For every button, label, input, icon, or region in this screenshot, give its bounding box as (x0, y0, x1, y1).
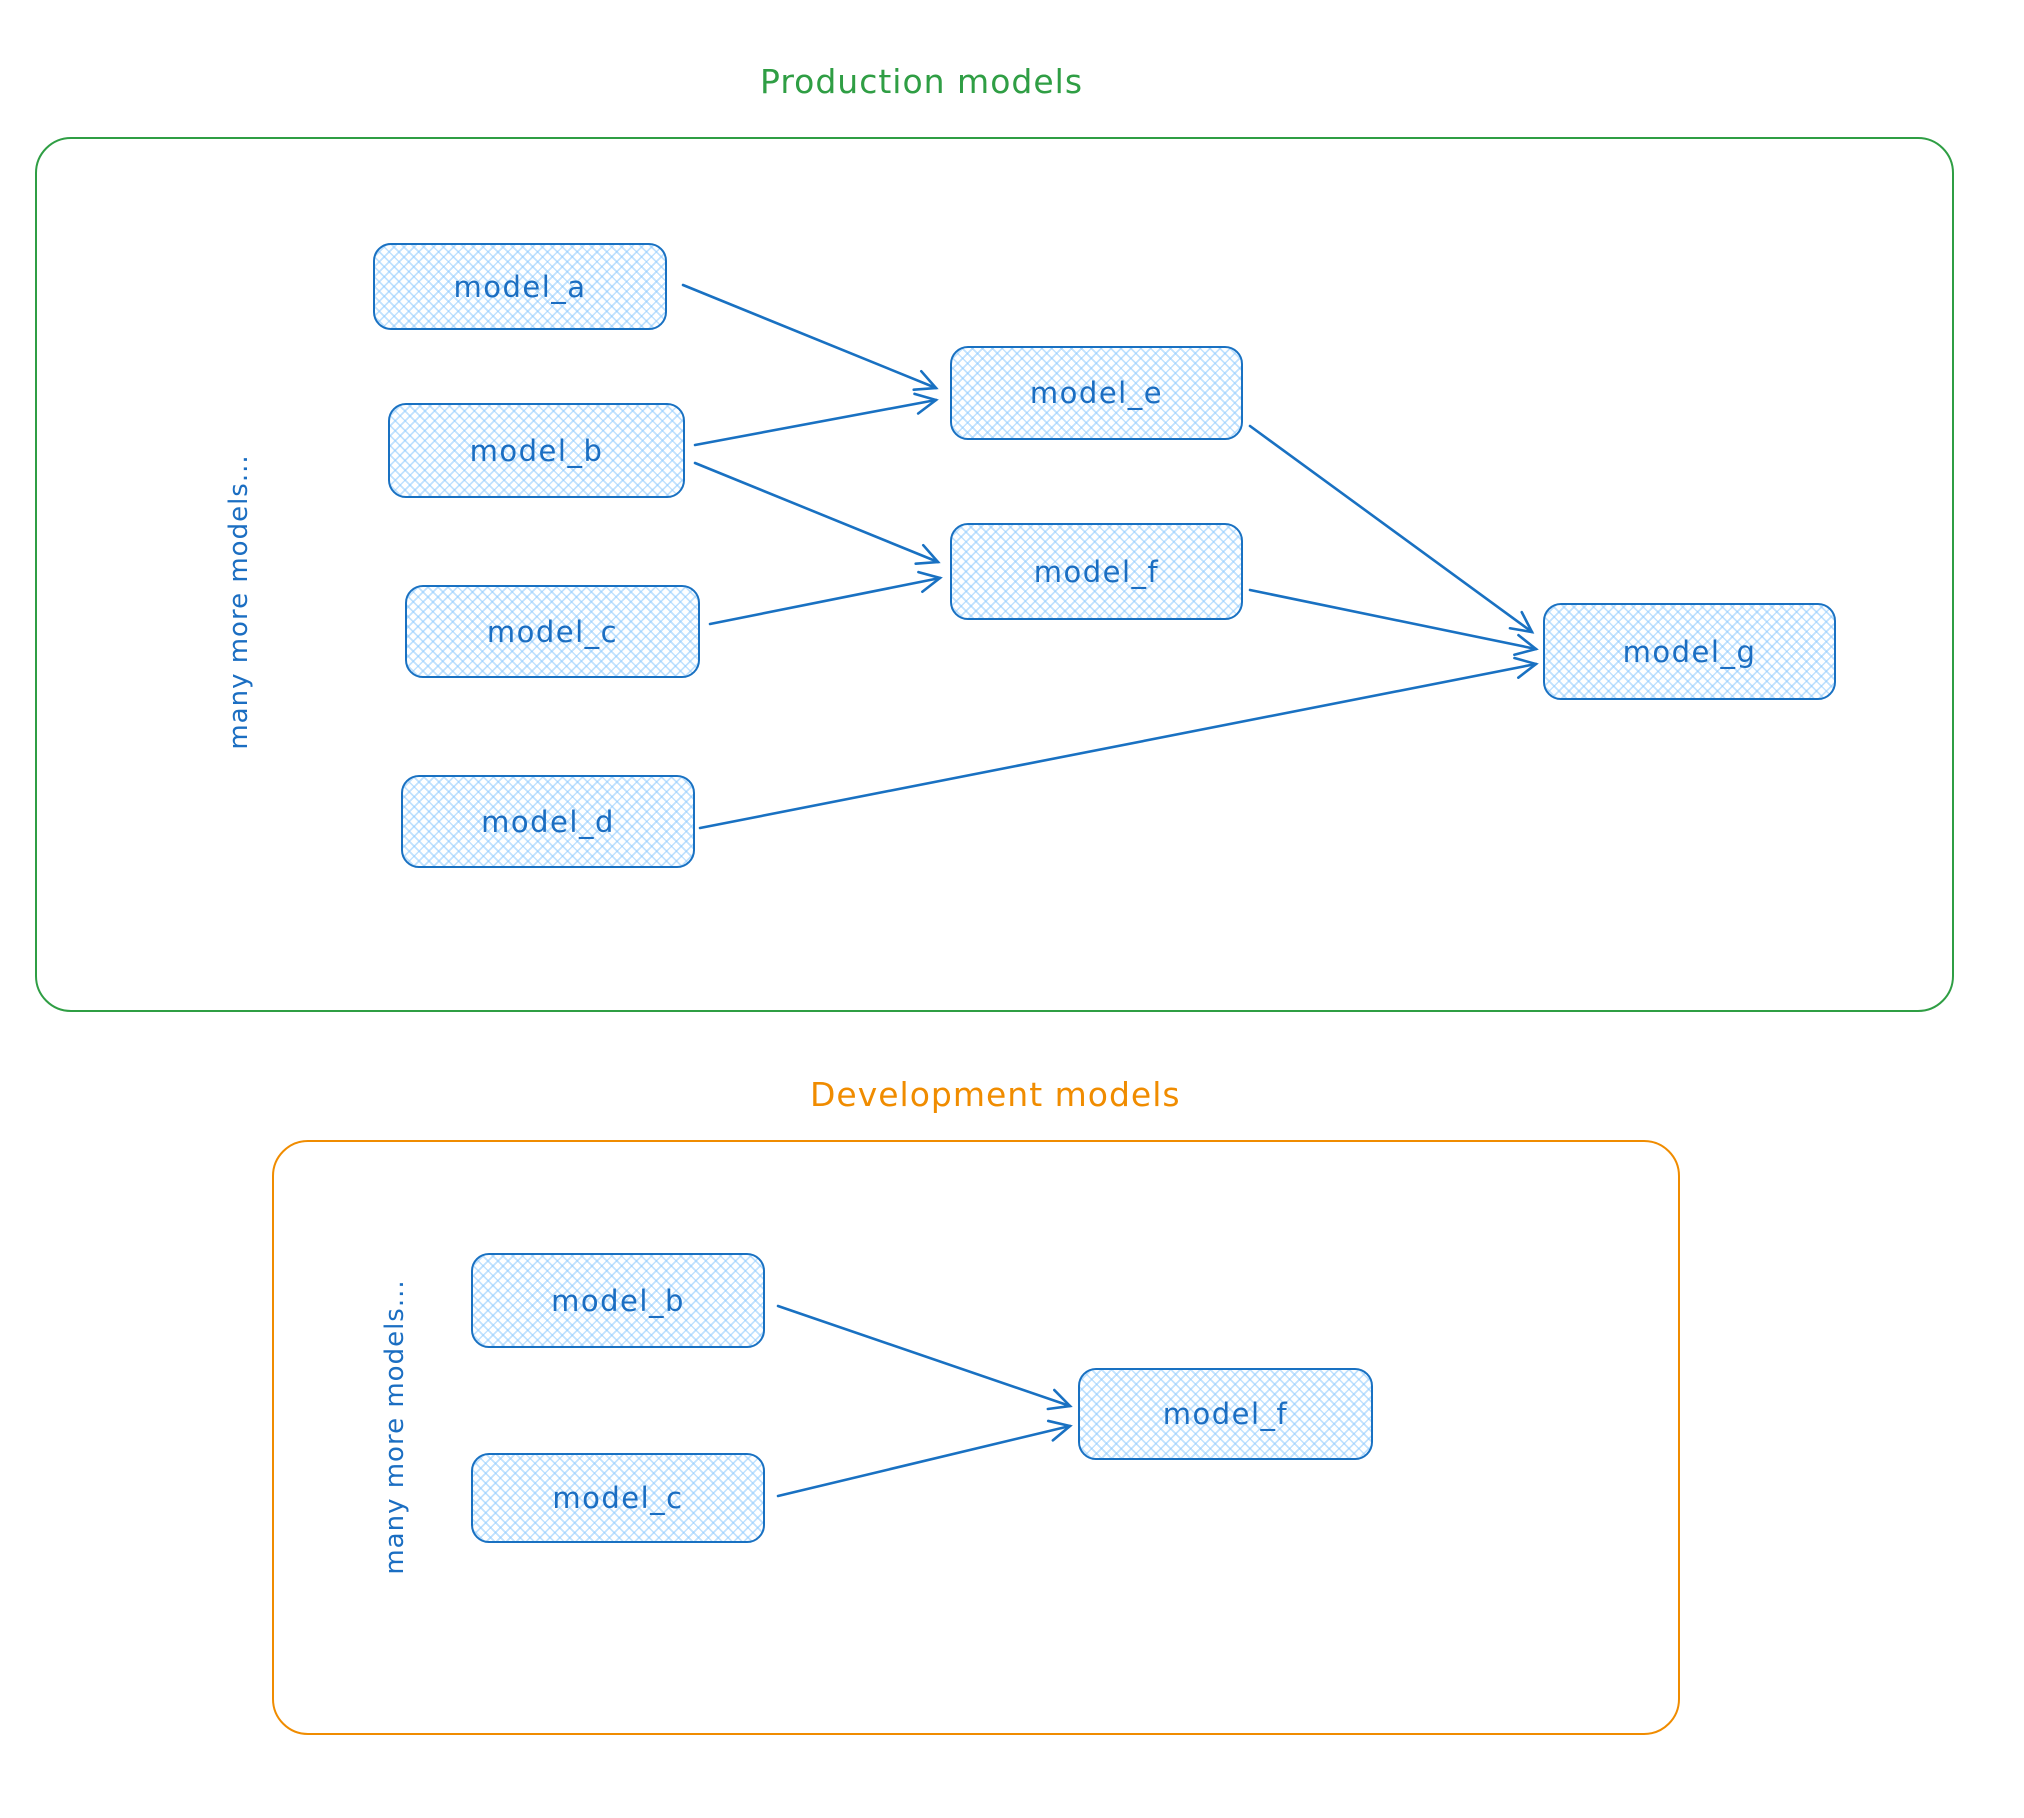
node-model-d[interactable]: model_d (401, 775, 695, 868)
arrow-model-d-to-model-g[interactable] (698, 656, 1539, 830)
node-model-d-label: model_d (481, 804, 615, 839)
node-model-a[interactable]: model_a (373, 243, 667, 330)
arrow-model-b-to-model-e[interactable] (693, 392, 939, 447)
development-section-title: Development models (810, 1075, 1181, 1114)
arrow-model-b-to-model-f[interactable] (693, 461, 941, 566)
dev-node-model-f-label: model_f (1162, 1397, 1289, 1431)
arrow-model-c-to-model-f[interactable] (708, 570, 943, 626)
node-model-f[interactable]: model_f (950, 523, 1243, 620)
development-frame[interactable] (272, 1140, 1680, 1735)
node-model-f-label: model_f (1033, 554, 1160, 589)
node-model-c[interactable]: model_c (405, 585, 700, 678)
arrow-model-a-to-model-e[interactable] (681, 283, 939, 392)
production-section-title: Production models (760, 62, 1084, 101)
node-model-g-label: model_g (1622, 634, 1757, 669)
dev-node-model-b-label: model_b (551, 1283, 685, 1318)
arrow-model-f-to-model-g[interactable] (1248, 588, 1539, 657)
dev-arrow-model-c-to-model-f[interactable] (776, 1419, 1073, 1498)
production-frame[interactable] (35, 137, 1954, 1012)
node-model-b[interactable]: model_b (388, 403, 685, 498)
dev-node-model-c-label: model_c (552, 1481, 684, 1515)
node-model-e[interactable]: model_e (950, 346, 1243, 440)
node-model-g[interactable]: model_g (1543, 603, 1836, 700)
node-model-e-label: model_e (1029, 376, 1164, 410)
dev-arrow-model-b-to-model-f[interactable] (776, 1304, 1073, 1411)
node-model-a-label: model_a (453, 269, 587, 304)
node-model-c-label: model_c (486, 614, 619, 649)
dev-node-model-f[interactable]: model_f (1078, 1368, 1373, 1460)
node-model-b-label: model_b (469, 433, 604, 468)
dev-node-model-c[interactable]: model_c (471, 1453, 765, 1543)
arrow-model-e-to-model-g[interactable] (1248, 424, 1535, 634)
dev-node-model-b[interactable]: model_b (471, 1253, 765, 1348)
